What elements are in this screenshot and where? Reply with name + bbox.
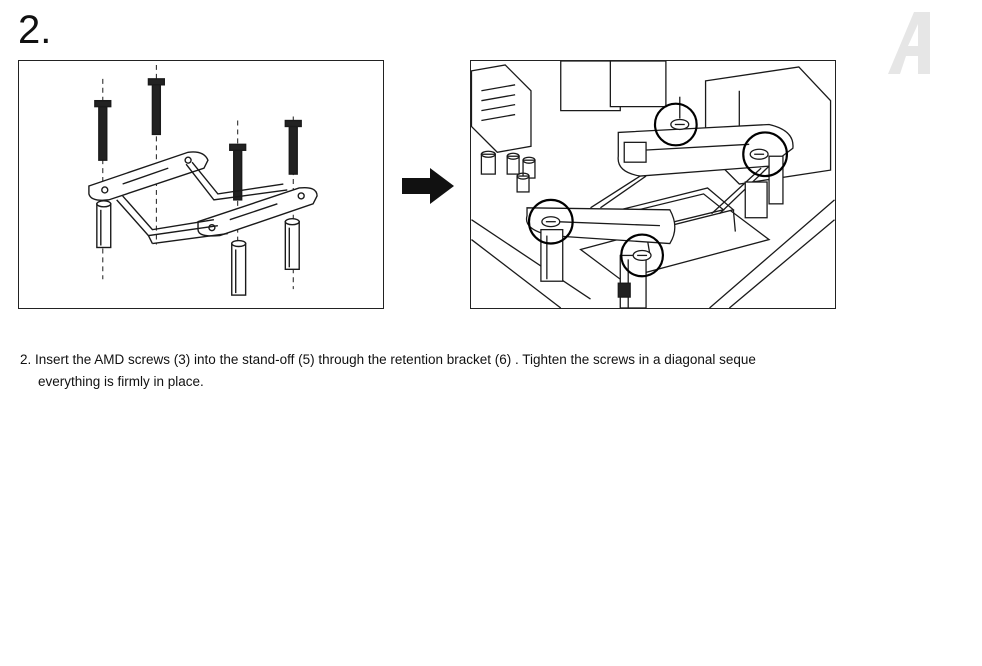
installed-bracket-illustration [470, 60, 836, 309]
amd-screws [94, 78, 302, 201]
exploded-bracket-illustration [18, 60, 384, 309]
step-number: 2. [18, 8, 52, 52]
screw-heads [541, 96, 769, 262]
stand-offs [96, 200, 300, 296]
instruction-text: 2. Insert the AMD screws (3) into the st… [20, 349, 916, 393]
bracket-installed-drawing [471, 61, 835, 308]
highlight-circles [527, 102, 789, 278]
bracket-exploded-drawing [88, 64, 318, 300]
logo-watermark [888, 12, 930, 74]
right-arrow-icon [402, 168, 454, 204]
instruction-line-2: everything is firmly in place. [38, 374, 204, 389]
capacitors [480, 150, 536, 193]
instruction-line-1: 2. Insert the AMD screws (3) into the st… [20, 352, 756, 367]
